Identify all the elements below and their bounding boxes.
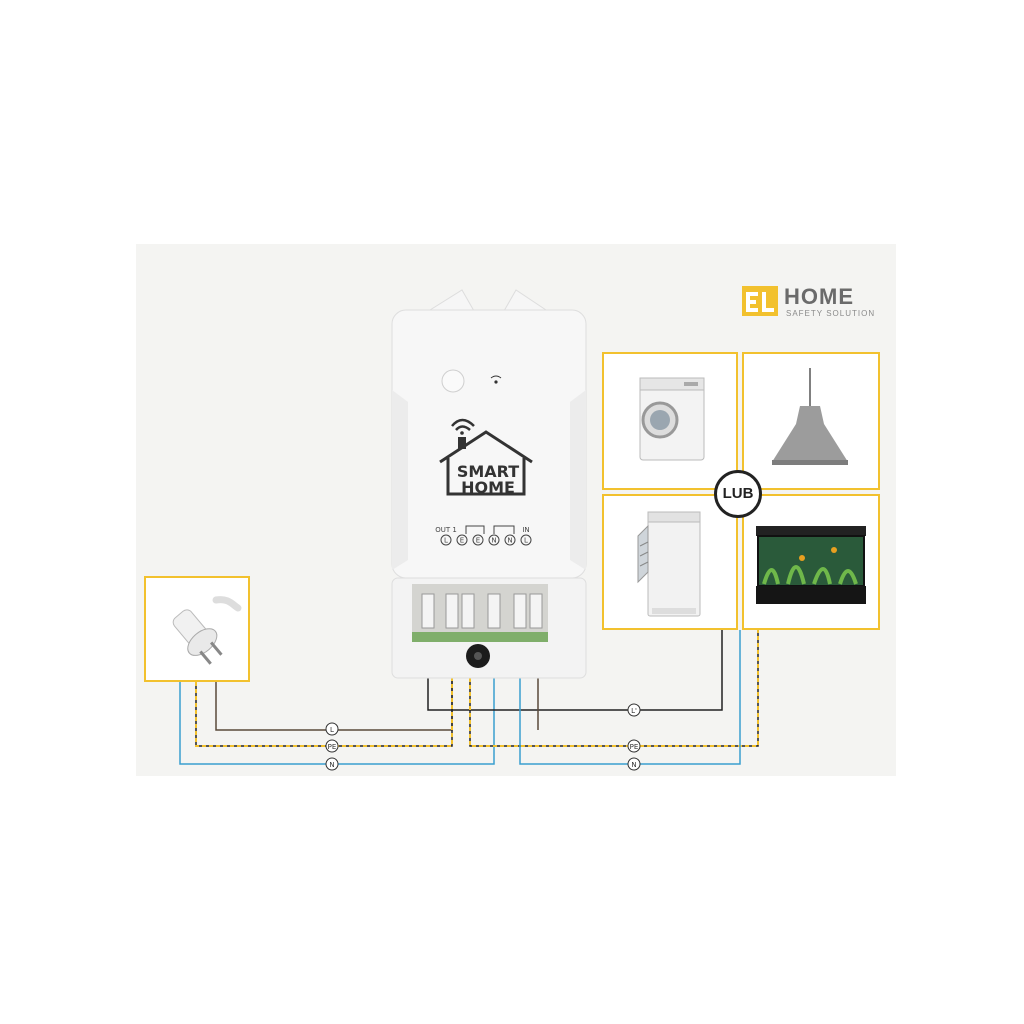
wifi-icon — [451, 418, 475, 427]
pendant-lamp-icon — [772, 368, 848, 465]
wire-label-mains-neutral: N — [325, 757, 339, 771]
svg-text:E: E — [476, 537, 480, 545]
plug-box — [144, 576, 250, 682]
svg-text:L': L' — [631, 707, 637, 715]
brand-name: HOME — [784, 284, 854, 309]
wire-label-mains-live: L — [325, 722, 339, 736]
in-label: IN — [522, 526, 529, 534]
svg-text:N: N — [491, 537, 496, 545]
smart-home-logo: SMART HOME — [439, 418, 533, 497]
svg-text:L: L — [444, 537, 448, 545]
aquarium-box — [742, 494, 880, 630]
mains-earth-wire — [195, 622, 453, 747]
svg-text:E: E — [460, 537, 464, 545]
device-title-line2: HOME — [461, 478, 515, 497]
brand-logo: HOME SAFETY SOLUTION — [742, 282, 882, 322]
washing-machine-icon — [639, 377, 705, 461]
svg-text:PE: PE — [328, 743, 337, 751]
washing-machine-box — [602, 352, 738, 490]
power-plug-icon — [172, 596, 242, 665]
wire-label-load-neutral: N — [627, 757, 641, 771]
svg-text:N: N — [631, 761, 636, 769]
lamp-box — [742, 352, 880, 490]
svg-text:N: N — [507, 537, 512, 545]
status-led-icon — [494, 380, 498, 384]
aquarium-icon — [756, 526, 866, 604]
wire-label-load-earth: PE — [627, 739, 641, 753]
terminal-labels: L E E N N L — [440, 534, 532, 546]
lub-separator: LUB — [714, 470, 762, 518]
svg-text:PE: PE — [630, 743, 639, 751]
dishwasher-icon — [637, 511, 701, 617]
pairing-button[interactable] — [441, 369, 465, 393]
svg-text:N: N — [329, 761, 334, 769]
svg-text:L: L — [524, 537, 528, 545]
dishwasher-box — [602, 494, 738, 630]
svg-text:L: L — [330, 726, 334, 734]
brand-tagline: SAFETY SOLUTION — [786, 309, 876, 318]
out-label: OUT 1 — [435, 526, 457, 534]
device-title-line1: SMART — [457, 462, 519, 481]
smart-home-relay: SMART HOME OUT 1 IN L E E N N L — [391, 289, 587, 679]
load-earth-wire — [469, 622, 759, 747]
wire-label-load-live: L' — [627, 703, 641, 717]
terminal-screws — [421, 593, 543, 629]
wire-label-mains-earth: PE — [325, 739, 339, 753]
brand-logo-mark — [742, 286, 778, 316]
